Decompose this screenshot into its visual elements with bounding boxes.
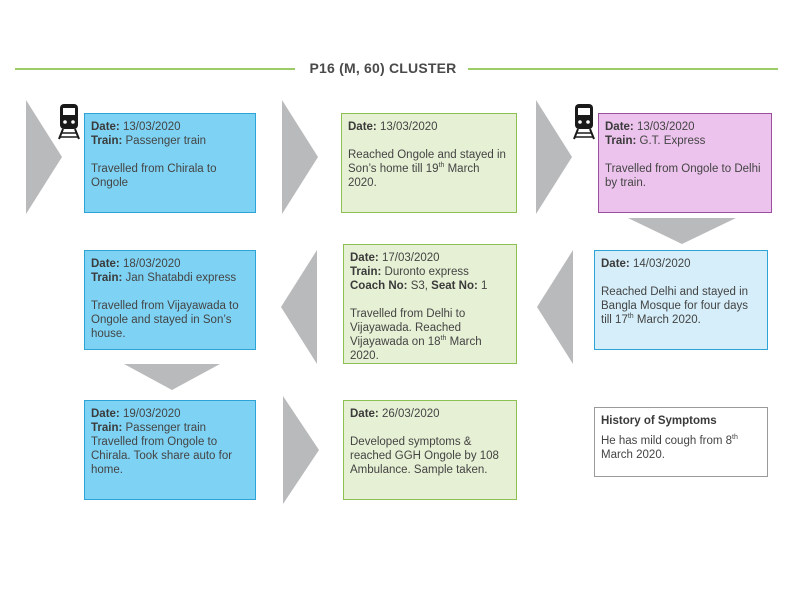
train-icon (573, 104, 595, 140)
event-card-stay-ongole: Date: 13/03/2020 Reached Ongole and stay… (341, 113, 517, 213)
event-card-delhi-to-vijayawada: Date: 17/03/2020 Train: Duronto express … (343, 244, 517, 364)
arrow-down (124, 364, 220, 390)
event-card-ongole-to-delhi: Date: 13/03/2020 Train: G.T. Express Tra… (598, 113, 772, 213)
train-icon (58, 104, 80, 140)
event-card-symptoms-hospital: Date: 26/03/2020 Developed symptoms & re… (343, 400, 517, 500)
event-card-vijayawada-to-ongole: Date: 18/03/2020 Train: Jan Shatabdi exp… (84, 250, 256, 350)
history-heading: History of Symptoms (601, 415, 717, 427)
start-arrow (26, 100, 62, 214)
title-rule-left (15, 68, 295, 70)
arrow-down (628, 218, 736, 244)
event-card-stay-delhi: Date: 14/03/2020 Reached Delhi and staye… (594, 250, 768, 350)
event-card-chirala-to-ongole: Date: 13/03/2020 Train: Passenger train … (84, 113, 256, 213)
arrow-right (283, 396, 319, 504)
diagram-title: P16 (M, 60) CLUSTER (309, 60, 457, 76)
title-rule-right (468, 68, 778, 70)
arrow-left (281, 250, 317, 364)
event-card-ongole-to-chirala: Date: 19/03/2020 Train: Passenger train … (84, 400, 256, 500)
arrow-left (537, 250, 573, 364)
arrow-right (536, 100, 572, 214)
arrow-right (282, 100, 318, 214)
history-of-symptoms-card: History of Symptoms He has mild cough fr… (594, 407, 768, 477)
